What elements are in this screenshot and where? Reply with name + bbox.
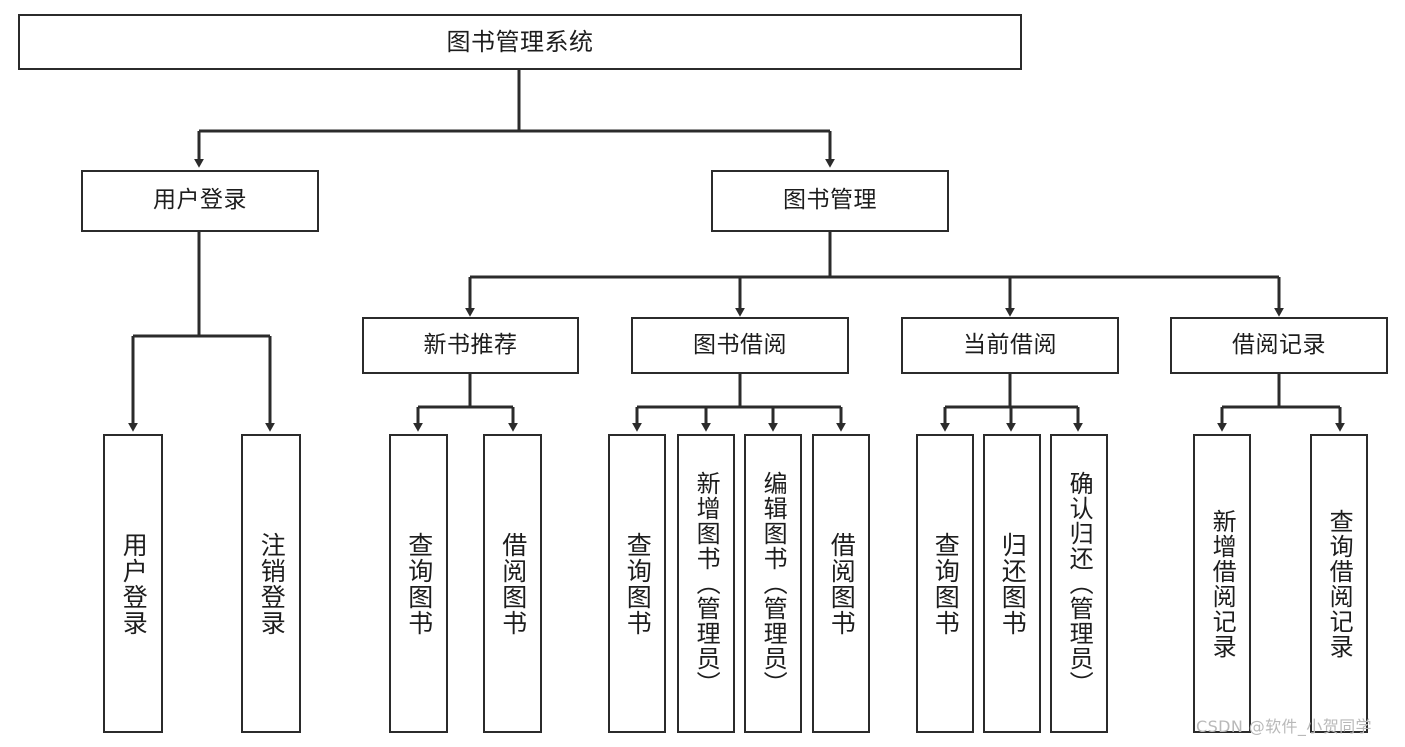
node-label: 归还图书: [998, 531, 1028, 636]
leaf-borrow-edit-book-admin[interactable]: 编辑图书（管理员）: [744, 434, 802, 733]
node-label: 新增借阅记录: [1208, 508, 1237, 659]
leaf-user-login[interactable]: 用户登录: [103, 434, 163, 733]
node-label: 查询图书: [404, 531, 434, 636]
node-new-book-recommend[interactable]: 新书推荐: [362, 317, 579, 374]
node-label: 借阅图书: [498, 531, 528, 636]
node-label: 用户登录: [119, 531, 149, 636]
node-label: 图书借阅: [693, 331, 787, 358]
node-label: 查询图书: [623, 531, 653, 636]
leaf-record-add-record[interactable]: 新增借阅记录: [1193, 434, 1251, 733]
node-book-borrow[interactable]: 图书借阅: [631, 317, 849, 374]
leaf-user-logout[interactable]: 注销登录: [241, 434, 301, 733]
leaf-borrow-add-book-admin[interactable]: 新增图书（管理员）: [677, 434, 735, 733]
node-user-login[interactable]: 用户登录: [81, 170, 319, 232]
node-label: 查询借阅记录: [1325, 508, 1354, 659]
leaf-record-query-record[interactable]: 查询借阅记录: [1310, 434, 1368, 733]
leaf-current-query-book[interactable]: 查询图书: [916, 434, 974, 733]
node-label: 注销登录: [257, 531, 287, 636]
leaf-current-confirm-return-admin[interactable]: 确认归还（管理员）: [1050, 434, 1108, 733]
node-root-system[interactable]: 图书管理系统: [18, 14, 1022, 70]
node-label: 借阅图书: [827, 531, 857, 636]
node-label: 图书管理系统: [446, 27, 594, 56]
node-label: 新增图书（管理员）: [692, 471, 721, 696]
node-label: 当前借阅: [963, 331, 1057, 358]
node-label: 确认归还（管理员）: [1065, 471, 1094, 696]
leaf-recommend-borrow-book[interactable]: 借阅图书: [483, 434, 542, 733]
node-book-management[interactable]: 图书管理: [711, 170, 949, 232]
node-label: 查询图书: [931, 531, 961, 636]
leaf-current-return-book[interactable]: 归还图书: [983, 434, 1041, 733]
leaf-borrow-borrow-book[interactable]: 借阅图书: [812, 434, 870, 733]
node-label: 借阅记录: [1232, 331, 1326, 358]
node-current-borrow[interactable]: 当前借阅: [901, 317, 1119, 374]
node-label: 新书推荐: [423, 331, 518, 358]
leaf-borrow-query-book[interactable]: 查询图书: [608, 434, 666, 733]
node-borrow-record[interactable]: 借阅记录: [1170, 317, 1388, 374]
node-label: 图书管理: [783, 187, 877, 214]
node-label: 编辑图书（管理员）: [759, 471, 788, 696]
csdn-watermark: CSDN @软件_小贺同学: [1196, 717, 1372, 736]
leaf-recommend-query-book[interactable]: 查询图书: [389, 434, 448, 733]
node-label: 用户登录: [153, 187, 247, 214]
